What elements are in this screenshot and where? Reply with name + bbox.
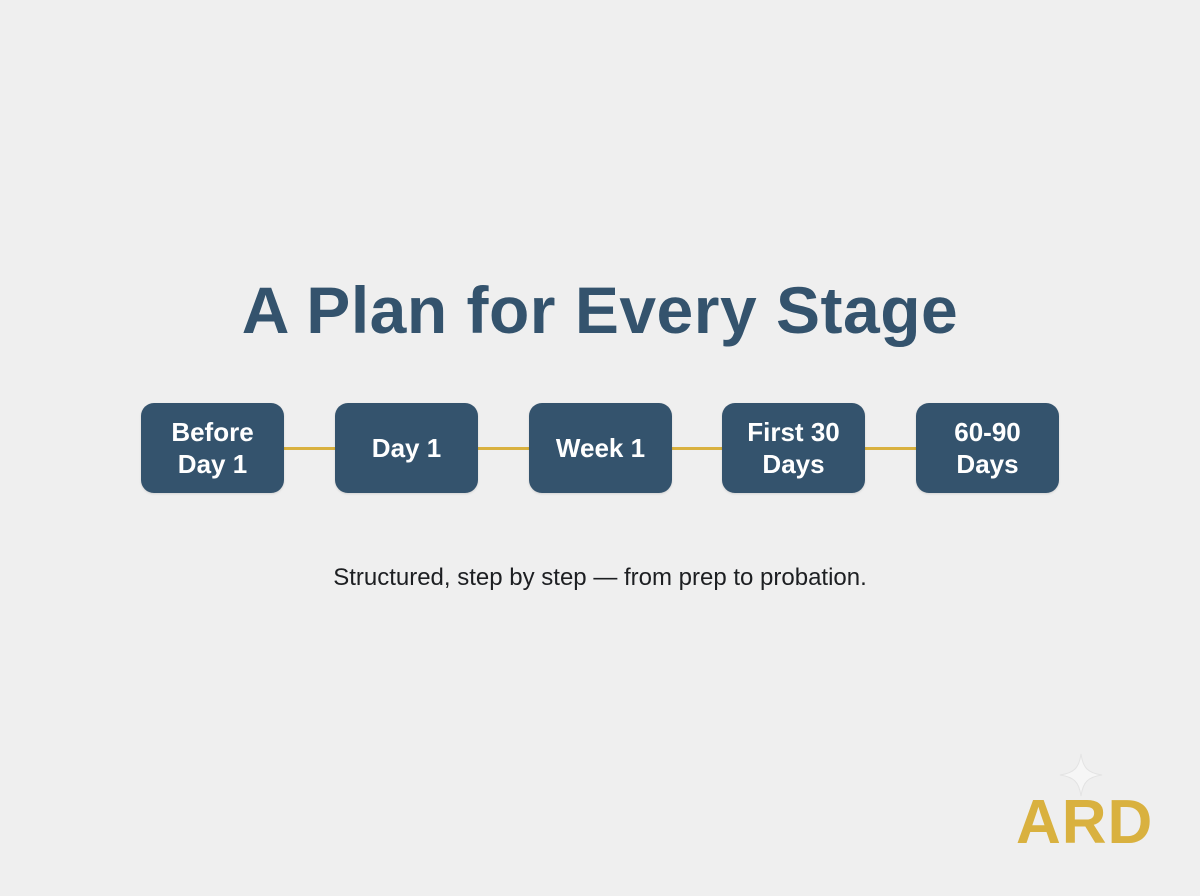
stage-week-1: Week 1 <box>529 403 672 493</box>
stage-timeline: Before Day 1 Day 1 Week 1 First 30 Days … <box>141 403 1059 493</box>
subtitle: Structured, step by step — from prep to … <box>333 564 867 591</box>
stage-label: First 30 Days <box>747 417 840 479</box>
stage-label: Before Day 1 <box>171 417 254 479</box>
timeline-connector <box>672 447 722 450</box>
stage-label: 60-90 Days <box>954 417 1021 479</box>
stage-label: Day 1 <box>371 433 442 463</box>
stage-day-1: Day 1 <box>335 403 478 493</box>
stage-first-30-days: First 30 Days <box>722 403 865 493</box>
logo: ARD <box>1016 788 1154 857</box>
timeline-connector <box>284 447 335 450</box>
page-title: A Plan for Every Stage <box>241 273 959 347</box>
timeline-connector <box>478 447 529 450</box>
sparkle-icon <box>1059 753 1103 797</box>
timeline-connector <box>865 447 916 450</box>
stage-before-day-1: Before Day 1 <box>141 403 284 493</box>
stage-60-90-days: 60-90 Days <box>916 403 1059 493</box>
stage-label: Week 1 <box>555 433 646 463</box>
